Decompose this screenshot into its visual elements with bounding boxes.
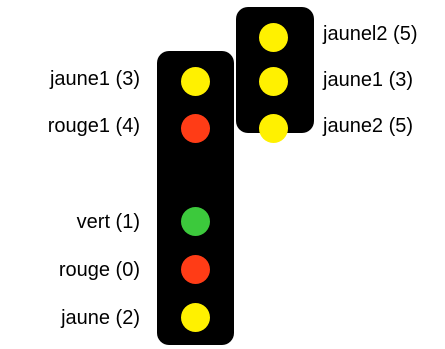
label-jaune2: jaune2 (5) [323,115,414,137]
main-lamp-vert [181,207,210,236]
main-lamp-jaune [181,303,210,332]
label-rouge1: rouge1 (4) [47,115,140,137]
upper-lamp-jaune2 [259,114,288,143]
label-vert: vert (1) [76,211,140,233]
label-jaunel2: jaunel2 (5) [323,23,418,45]
label-upper-jaune1: jaune1 (3) [323,69,414,91]
label-rouge: rouge (0) [58,259,140,281]
upper-lamp-jaune1 [259,67,288,96]
label-jaune: jaune (2) [61,307,140,329]
main-lamp-rouge [181,255,210,284]
upper-lamp-jaunel2 [259,23,288,52]
main-signal-panel [157,51,234,345]
main-lamp-jaune1 [181,67,210,96]
main-lamp-rouge1 [181,114,210,143]
label-jaune1: jaune1 (3) [49,68,140,90]
